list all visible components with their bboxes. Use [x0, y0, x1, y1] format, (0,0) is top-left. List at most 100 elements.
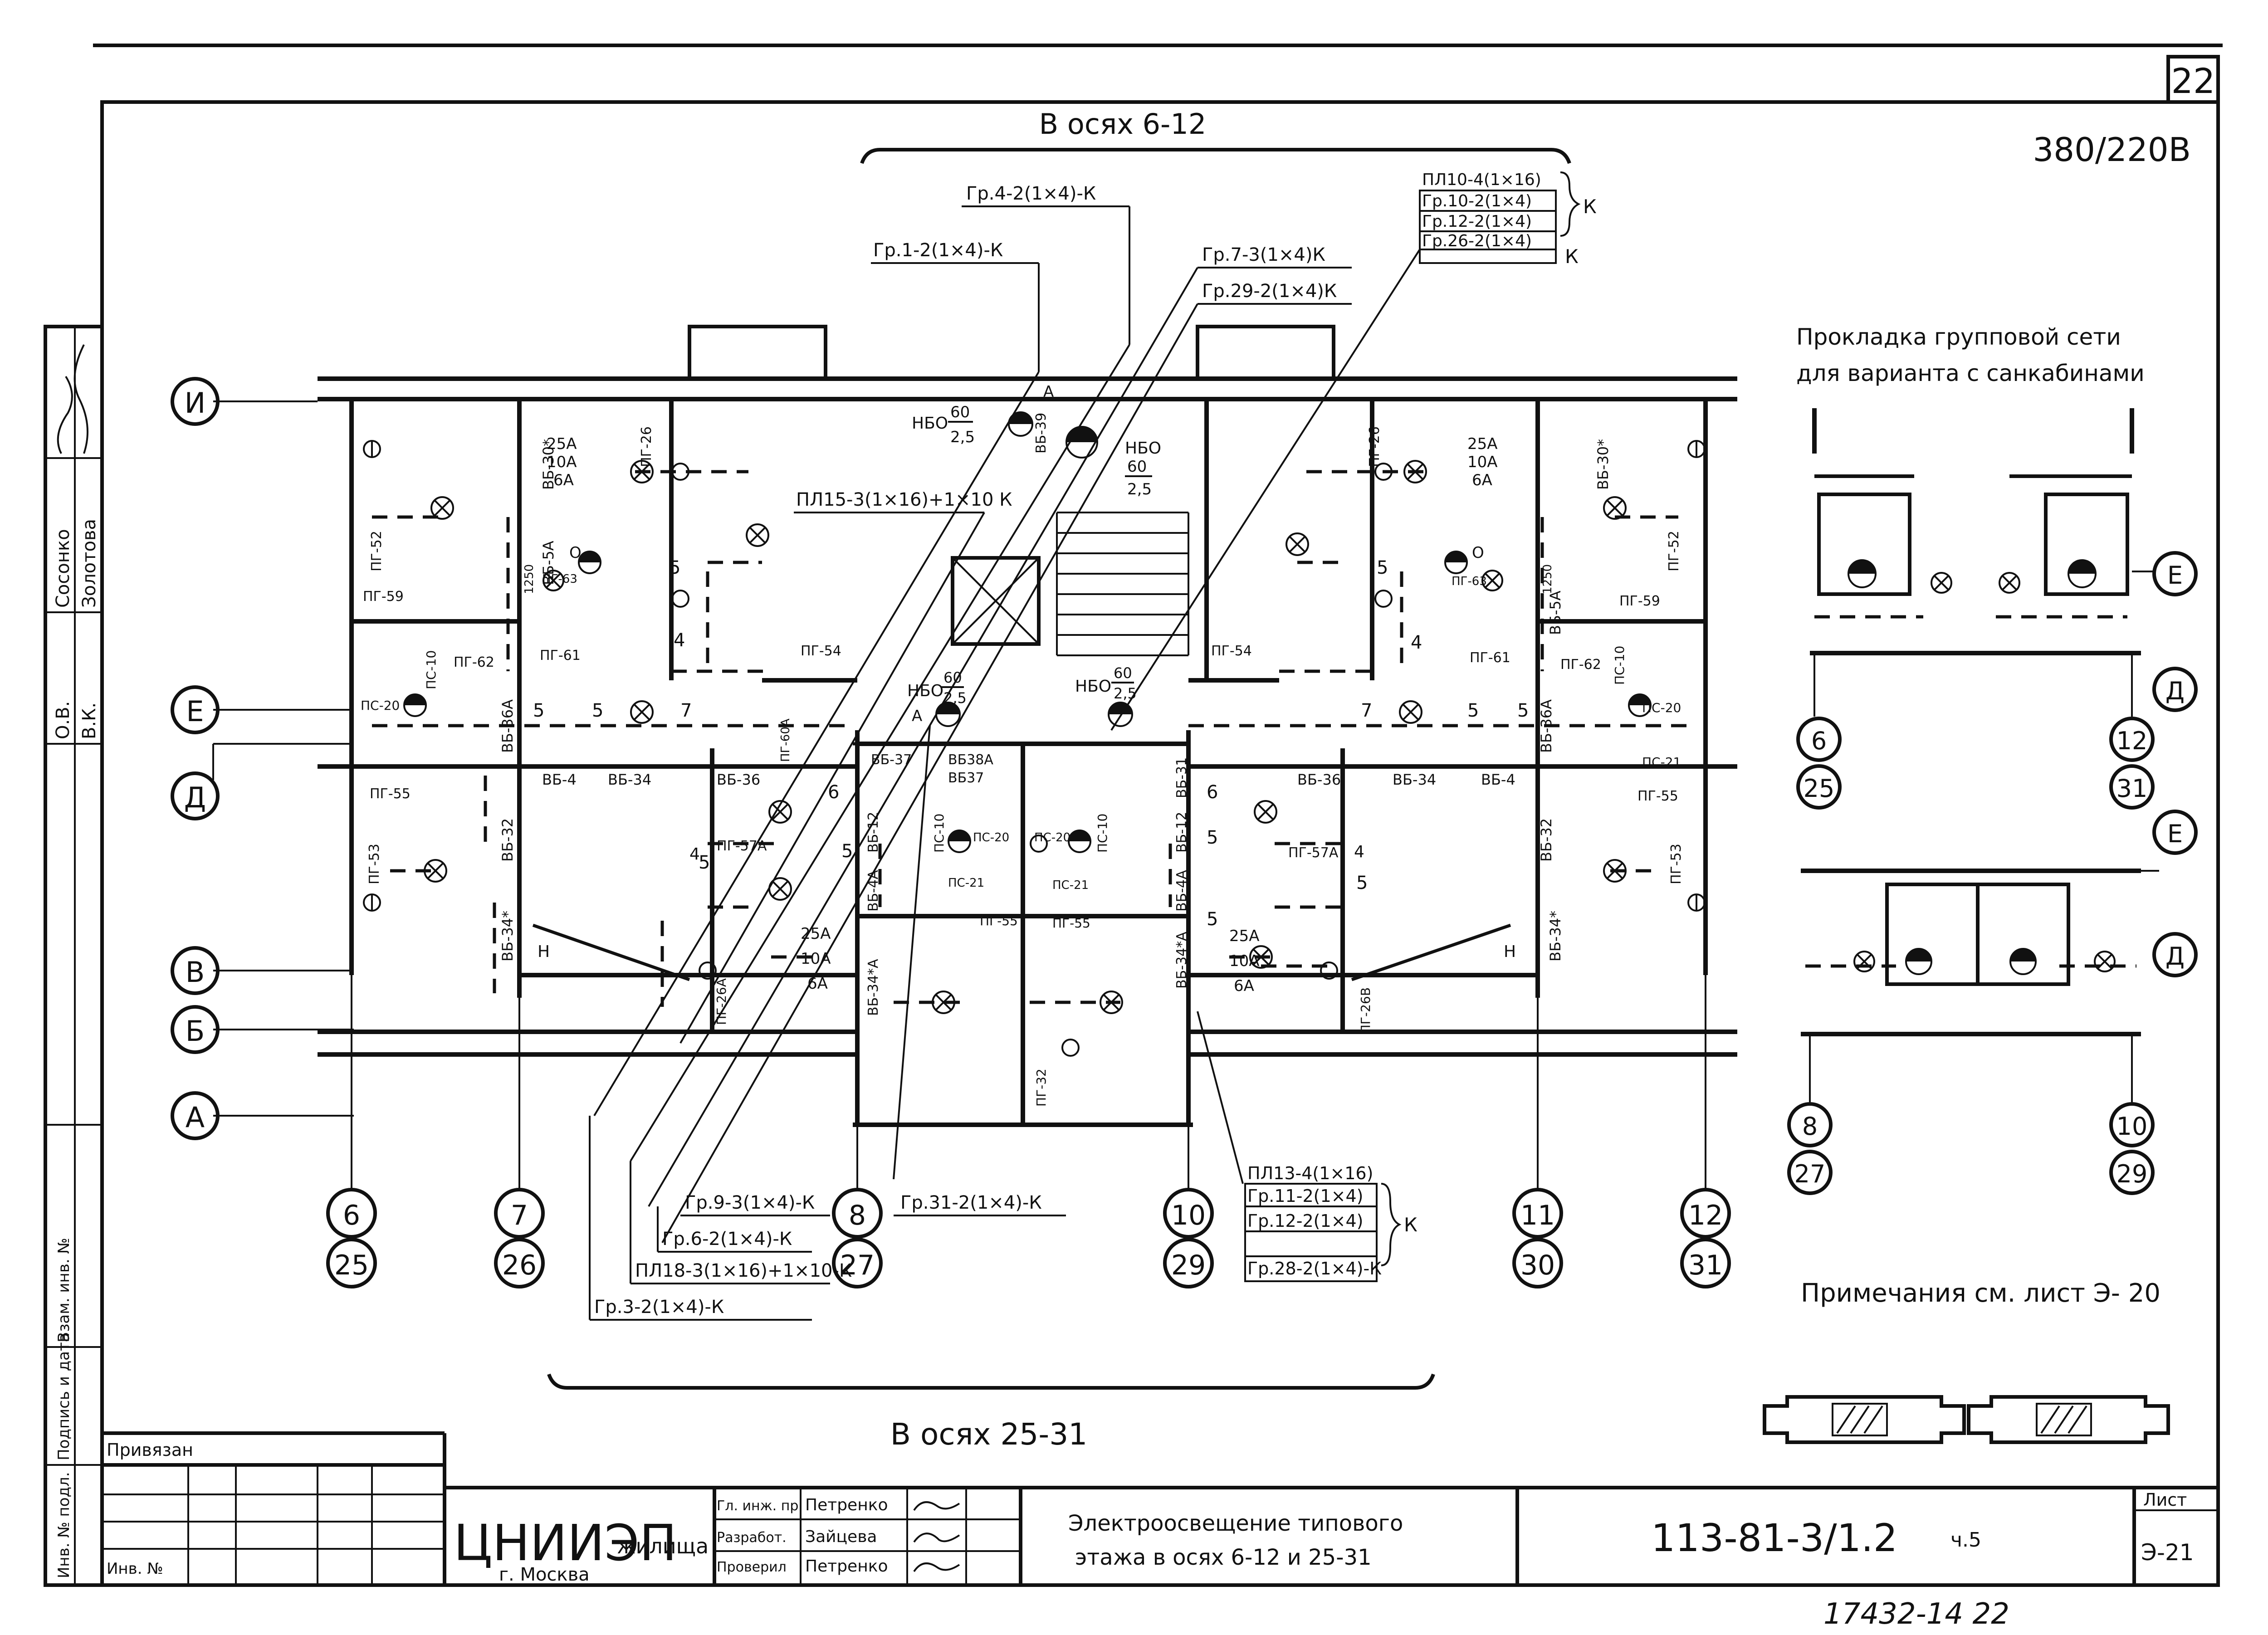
variant-axis-27: 27	[1794, 1160, 1826, 1188]
floor-plan	[318, 325, 1737, 1127]
bundle-bottom-4: Гр.28-2(1×4)-К	[1247, 1259, 1382, 1279]
axes-top-brace	[860, 148, 1571, 164]
doc-part: ч.5	[1950, 1528, 1981, 1552]
panel-ps10-right: ПС-10	[1612, 646, 1627, 685]
voltage-label: 380/220В	[2033, 131, 2191, 169]
leader-gr1: Гр.1-2(1×4)-К	[873, 240, 1003, 261]
variant-row-E-lower: Е	[2167, 820, 2183, 848]
riser-vb37: ВБ-37	[871, 752, 912, 768]
riser-vb4-left: ВБ-4	[542, 771, 577, 788]
panel-pg55-right: ПГ-55	[1637, 788, 1678, 804]
grp-5d: 5	[1517, 700, 1529, 721]
luminaire-x	[1254, 800, 1277, 824]
luminaire-x	[932, 991, 955, 1014]
riser-vb5a-right: ВБ-5А	[1547, 591, 1564, 635]
inventory-stamp: 17432-14 22	[1823, 1597, 2009, 1631]
fuse-10a-mid-right: 10А	[1229, 952, 1260, 970]
person-3: Петренко	[805, 1557, 888, 1576]
sankabina-lower-left	[1885, 883, 1980, 986]
person-1: Петренко	[805, 1496, 888, 1514]
side-stamp: Сосонко Золотова О.В. В.К. Инв. № подл. …	[44, 325, 104, 1587]
grp-5a: 5	[533, 700, 544, 721]
row-axis-D: Д	[184, 781, 206, 814]
luminaire-x	[1399, 700, 1422, 724]
leader-pl18: ПЛ18-3(1×16)+1×10-К	[635, 1260, 852, 1281]
panel-pg63-left: ПГ-63	[542, 572, 577, 586]
panel-pg60a: ПГ-60А	[779, 718, 792, 762]
fuse-6a-mid-left: 6А	[807, 975, 828, 993]
grp-5g: 5	[841, 841, 853, 862]
variant-axis-10: 10	[2116, 1112, 2148, 1141]
person-2: Зайцева	[805, 1528, 877, 1546]
fuse-10a-mid-left: 10А	[801, 950, 831, 968]
nbo-mid1-label: НБО	[907, 682, 943, 700]
side-field-sign: Подпись и дата	[55, 1332, 73, 1460]
riser-vb34a-left: ВБ-34*А	[865, 959, 881, 1016]
grp-5b: 5	[592, 700, 603, 721]
sheet-code: Э-21	[2141, 1539, 2194, 1566]
grp-n-right: Н	[1504, 942, 1516, 961]
riser-vb34a-right: ВБ-34*А	[1174, 932, 1190, 989]
row-axis-V: В	[186, 956, 205, 989]
privyazan-label: Привязан	[107, 1440, 193, 1460]
leader-gr6: Гр.6-2(1×4)-К	[662, 1229, 792, 1249]
leader-gr3: Гр.3-2(1×4)-К	[594, 1297, 724, 1318]
variant-axis-6: 6	[1811, 727, 1827, 755]
grp-5c: 5	[1467, 700, 1479, 721]
riser-vb32-right: ВБ-32	[1538, 818, 1555, 862]
leader-gr7: Гр.7-3(1×4)К	[1202, 244, 1325, 265]
side-field-replace: Взам. инв. №	[55, 1238, 73, 1342]
sheet-number-box	[2166, 55, 2220, 104]
col-axis-10: 10	[1171, 1200, 1206, 1231]
panel-pg59-left: ПГ-59	[363, 589, 404, 605]
panel-ps10-mid: ПС-10	[932, 814, 947, 853]
bundle-top-k2: К	[1565, 245, 1579, 268]
panel-pg52-left: ПГ-52	[369, 531, 385, 571]
drawing-title-line1: Электроосвещение типового	[1068, 1511, 1403, 1536]
grp-4a: 4	[674, 630, 685, 651]
dimension-1250-left: 1250	[523, 564, 536, 594]
riser-vb34-left: ВБ-34	[608, 771, 651, 788]
bundle-top-4: Гр.26-2(1×4)	[1422, 232, 1532, 250]
fuse-25a-mid-left: 25А	[801, 925, 831, 943]
riser-vb34-right: ВБ-34*	[1547, 911, 1564, 961]
luminaire-x	[630, 700, 654, 724]
drawing-title-line2: этажа в осях 6-12 и 25-31	[1075, 1545, 1372, 1570]
riser-vb12-right: ВБ-12	[1174, 812, 1190, 853]
riser-vb5a: ВБ-5А	[540, 541, 557, 585]
variant-row-E-upper: Е	[2167, 561, 2183, 590]
grp-n-left: Н	[538, 942, 550, 961]
bundle-bottom-1: ПЛ13-4(1×16)	[1247, 1163, 1373, 1183]
grp-5k: 5	[1356, 873, 1368, 893]
leader-pl15: ПЛ15-3(1×16)+1×10 К	[796, 489, 1012, 510]
panel-ps10-mid2: ПС-10	[1095, 814, 1110, 853]
side-signature-1	[73, 344, 88, 454]
nbo-stair-label: НБО	[1125, 439, 1161, 458]
sheet-number: 22	[2171, 61, 2215, 101]
sheet-label: Лист	[2143, 1490, 2187, 1510]
col-axis-30: 30	[1520, 1249, 1555, 1281]
bundle-top-2: Гр.10-2(1×4)	[1422, 192, 1532, 210]
riser-vb36-right: ВБ-36	[1297, 771, 1341, 788]
side-field-inv: Инв. № подл.	[55, 1472, 73, 1578]
grp-5i: 5	[1207, 909, 1218, 930]
luminaire-x	[543, 570, 564, 591]
variant-title-line1: Прокладка групповой сети	[1796, 324, 2121, 350]
notes-reference: Примечания см. лист Э- 20	[1801, 1279, 2160, 1308]
luminaire-x	[1481, 570, 1503, 591]
row-axis-B: Б	[186, 1015, 205, 1048]
panel-ps20-mid: ПС-20	[973, 831, 1009, 844]
title-block: Привязан Инв. № ЦНИИЭП жилища г. Москва …	[102, 1431, 2218, 1585]
bundle-bottom-2: Гр.11-2(1×4)	[1247, 1186, 1363, 1206]
luminaire-x	[768, 800, 792, 824]
riser-vb31: ВБ-31	[1174, 757, 1190, 798]
riser-vb12-left: ВБ-12	[865, 812, 881, 853]
grp-6a: 6	[828, 782, 839, 803]
role-2: Разработ.	[717, 1530, 787, 1546]
grp-6b: 6	[1207, 782, 1218, 803]
row-axis-A: А	[186, 1101, 205, 1134]
group-wiring	[372, 470, 1696, 1007]
col-axis-8: 8	[849, 1200, 866, 1231]
luminaire-x	[430, 496, 454, 520]
bundle-bottom-3: Гр.12-2(1×4)	[1247, 1211, 1363, 1231]
